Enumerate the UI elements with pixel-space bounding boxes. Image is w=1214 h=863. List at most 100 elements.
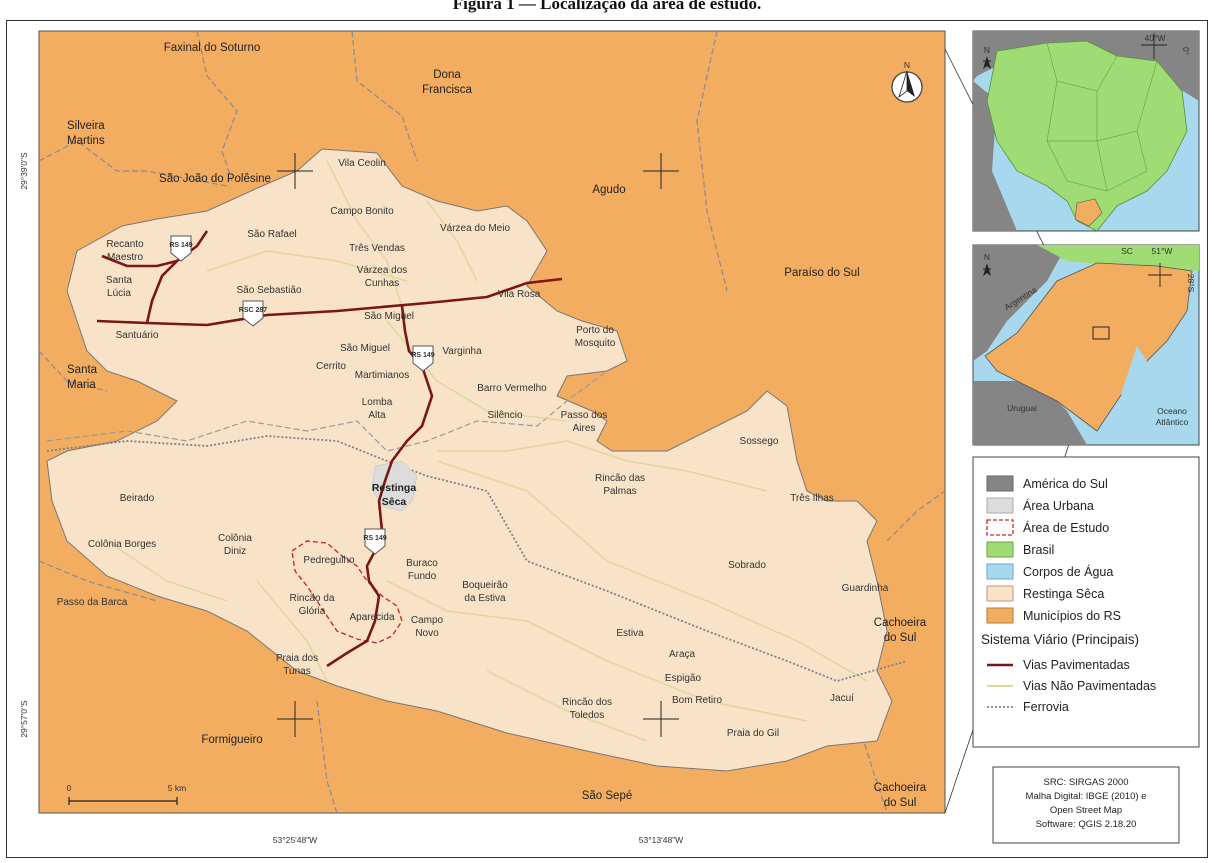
svg-text:RSC 287: RSC 287 bbox=[239, 307, 268, 314]
svg-text:Fundo: Fundo bbox=[408, 571, 437, 582]
figure-title: Figura 1 — Localização da área de estudo… bbox=[452, 0, 762, 13]
svg-text:Vila Ceolin: Vila Ceolin bbox=[338, 158, 386, 169]
legend-line-vias-nao-pavimentadas: Vias Não Pavimentadas bbox=[987, 679, 1156, 693]
svg-text:Barro Vermelho: Barro Vermelho bbox=[477, 383, 547, 394]
lon-label-left: 53°25'48"W bbox=[273, 835, 317, 845]
svg-text:N: N bbox=[984, 45, 990, 55]
road-shields: RS 149 RSC 287 RS 149 RS 149 bbox=[169, 235, 435, 555]
svg-text:Novo: Novo bbox=[415, 628, 439, 639]
svg-text:São João do Polêsine: São João do Polêsine bbox=[159, 173, 271, 185]
svg-text:Estiva: Estiva bbox=[616, 628, 644, 639]
svg-text:Santuário: Santuário bbox=[116, 330, 159, 341]
svg-text:Sossego: Sossego bbox=[740, 436, 779, 447]
svg-text:Aparecida: Aparecida bbox=[349, 612, 394, 623]
inset-rs: N SC 51°W 28°S Argentina Uruguai Oceano … bbox=[972, 244, 1200, 446]
north-arrow-icon: N bbox=[891, 60, 923, 103]
svg-text:Espigão: Espigão bbox=[665, 673, 702, 684]
svg-text:Oceano: Oceano bbox=[1157, 406, 1187, 416]
svg-text:Santa: Santa bbox=[67, 364, 98, 376]
svg-text:RS 149: RS 149 bbox=[363, 535, 386, 542]
svg-text:Cunhas: Cunhas bbox=[365, 278, 399, 289]
lon-label-right: 53°13'48"W bbox=[639, 835, 683, 845]
svg-text:Brasil: Brasil bbox=[1023, 543, 1054, 557]
svg-text:Municípios do RS: Municípios do RS bbox=[1023, 609, 1121, 623]
svg-text:Várzea do Meio: Várzea do Meio bbox=[440, 223, 510, 234]
legend-item-area-urbana: Área Urbana bbox=[986, 497, 1094, 514]
svg-text:São Sebastião: São Sebastião bbox=[236, 285, 301, 296]
svg-text:Maria: Maria bbox=[67, 379, 96, 391]
svg-text:Paraíso do Sul: Paraíso do Sul bbox=[784, 267, 859, 279]
svg-text:Martins: Martins bbox=[67, 135, 105, 147]
svg-text:Cachoeira: Cachoeira bbox=[874, 617, 927, 629]
municipal-boundaries bbox=[38, 30, 946, 814]
svg-text:Área Urbana: Área Urbana bbox=[1023, 498, 1094, 513]
svg-text:Lomba: Lomba bbox=[362, 397, 393, 408]
svg-text:Lúcia: Lúcia bbox=[107, 288, 131, 299]
source-box: SRC: SIRGAS 2000 Malha Digital: IBGE (20… bbox=[992, 766, 1180, 844]
legend: América do Sul Área Urbana Área de Estud… bbox=[972, 456, 1200, 748]
svg-text:Restinga: Restinga bbox=[372, 482, 417, 494]
locality-labels: Vila Ceolin Campo Bonito Várzea do Meio … bbox=[57, 158, 889, 739]
svg-text:Rincão das: Rincão das bbox=[595, 473, 645, 484]
svg-text:28°S: 28°S bbox=[1186, 274, 1196, 293]
svg-text:N: N bbox=[984, 252, 990, 262]
svg-text:SRC: SIRGAS 2000: SRC: SIRGAS 2000 bbox=[1043, 777, 1128, 788]
svg-text:Praia do Gil: Praia do Gil bbox=[727, 728, 779, 739]
main-map: RS 149 RSC 287 RS 149 RS 149 Faxin bbox=[38, 30, 946, 814]
svg-text:Varginha: Varginha bbox=[442, 346, 482, 357]
svg-text:Atlântico: Atlântico bbox=[1156, 417, 1189, 427]
legend-line-vias-pavimentadas: Vias Pavimentadas bbox=[987, 658, 1130, 672]
legend-section-title: Sistema Viário (Principais) bbox=[981, 632, 1139, 647]
svg-text:Ferrovia: Ferrovia bbox=[1023, 700, 1069, 714]
svg-text:40°W: 40°W bbox=[1145, 33, 1166, 43]
svg-text:Jacuí: Jacuí bbox=[830, 693, 854, 704]
legend-item-brasil: Brasil bbox=[986, 541, 1054, 558]
study-area bbox=[291, 540, 403, 644]
svg-text:Santa: Santa bbox=[106, 275, 133, 286]
svg-text:0: 0 bbox=[67, 783, 72, 793]
svg-text:Maestro: Maestro bbox=[107, 252, 144, 263]
svg-text:Faxinal do Soturno: Faxinal do Soturno bbox=[164, 42, 261, 54]
inset-brazil: N 40°W 0° bbox=[972, 30, 1200, 232]
svg-text:Sobrado: Sobrado bbox=[728, 560, 766, 571]
svg-text:Martimianos: Martimianos bbox=[355, 370, 409, 381]
svg-text:0°: 0° bbox=[1181, 47, 1191, 55]
legend-item-corpos-de-agua: Corpos de Água bbox=[986, 563, 1113, 580]
district-boundary bbox=[46, 370, 608, 452]
inset-rs-north-icon: N bbox=[983, 252, 991, 276]
urban-area bbox=[371, 460, 418, 512]
legend-item-municipios-do-rs: Municípios do RS bbox=[986, 607, 1121, 624]
svg-text:Buraco: Buraco bbox=[406, 558, 438, 569]
svg-text:da Estiva: da Estiva bbox=[464, 593, 506, 604]
svg-text:Silveira: Silveira bbox=[67, 120, 105, 132]
unpaved-roads bbox=[106, 160, 868, 742]
svg-text:Praia dos: Praia dos bbox=[276, 653, 318, 664]
svg-text:Palmas: Palmas bbox=[603, 486, 636, 497]
legend-item-area-de-estudo: Área de Estudo bbox=[986, 519, 1109, 536]
svg-text:Colônia Borges: Colônia Borges bbox=[88, 539, 156, 550]
svg-text:Três Ilhas: Três Ilhas bbox=[790, 493, 834, 504]
svg-text:Várzea dos: Várzea dos bbox=[357, 265, 408, 276]
svg-text:Open Street Map: Open Street Map bbox=[1050, 805, 1122, 816]
svg-text:Campo Bonito: Campo Bonito bbox=[330, 206, 394, 217]
road-shield-rsc287: RSC 287 bbox=[239, 300, 268, 327]
svg-text:São Rafael: São Rafael bbox=[247, 229, 296, 240]
municipality-labels: Faxinal do Soturno Dona Francisca Silvei… bbox=[67, 42, 927, 809]
svg-text:RS 149: RS 149 bbox=[169, 242, 192, 249]
svg-text:Formigueiro: Formigueiro bbox=[201, 734, 262, 746]
svg-text:Guardinha: Guardinha bbox=[842, 583, 889, 594]
lat-label-bottom: 29°57'0"S bbox=[19, 700, 29, 738]
svg-text:Bom Retiro: Bom Retiro bbox=[672, 695, 722, 706]
svg-text:Araça: Araça bbox=[669, 649, 696, 660]
svg-text:São Miguel: São Miguel bbox=[340, 343, 390, 354]
legend-line-ferrovia: Ferrovia bbox=[987, 700, 1069, 714]
svg-text:Uruguai: Uruguai bbox=[1007, 403, 1037, 413]
svg-text:Vias Pavimentadas: Vias Pavimentadas bbox=[1023, 658, 1130, 672]
road-shield-rs149-south: RS 149 bbox=[363, 528, 387, 555]
svg-text:Mosquito: Mosquito bbox=[575, 338, 616, 349]
svg-text:Campo: Campo bbox=[411, 615, 444, 626]
svg-text:Diniz: Diniz bbox=[224, 546, 246, 557]
svg-text:RS 149: RS 149 bbox=[411, 352, 434, 359]
svg-text:Malha Digital: IBGE (2010) e: Malha Digital: IBGE (2010) e bbox=[1026, 791, 1147, 802]
svg-text:Boqueirão: Boqueirão bbox=[462, 580, 508, 591]
